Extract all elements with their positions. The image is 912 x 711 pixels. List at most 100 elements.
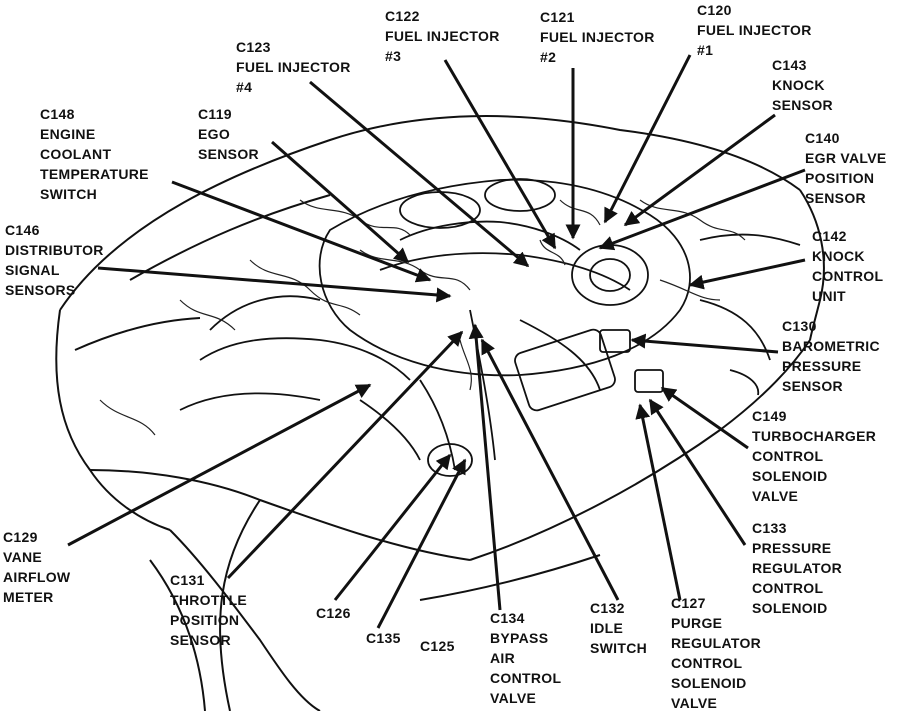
label-c119-line-3: SENSOR	[198, 146, 259, 162]
label-c131-line-4: SENSOR	[170, 632, 231, 648]
label-c149: C149 TURBOCHARGER CONTROL SOLENOID VALVE	[752, 406, 876, 506]
label-c122-line-1: C122	[385, 8, 420, 24]
label-c148-line-1: C148	[40, 106, 75, 122]
label-c148-line-5: SWITCH	[40, 186, 98, 202]
label-c119: C119 EGO SENSOR	[198, 104, 259, 164]
label-c127-line-4: CONTROL	[671, 655, 743, 671]
label-c130-line-1: C130	[782, 318, 817, 334]
leader-lines	[67, 54, 806, 629]
label-c129-line-3: AIRFLOW	[3, 569, 71, 585]
label-c142: C142 KNOCK CONTROL UNIT	[812, 226, 883, 306]
label-c146-line-4: SENSORS	[5, 282, 76, 298]
label-c123-line-1: C123	[236, 39, 271, 55]
label-c127-line-2: PURGE	[671, 615, 723, 631]
label-c148-line-2: ENGINE	[40, 126, 96, 142]
label-c133-line-4: CONTROL	[752, 580, 824, 596]
label-c146-line-2: DISTRIBUTOR	[5, 242, 104, 258]
label-c127-line-3: REGULATOR	[671, 635, 762, 651]
label-c125-line-1: C125	[420, 638, 455, 654]
label-c130-line-4: SENSOR	[782, 378, 843, 394]
label-c131-line-1: C131	[170, 572, 205, 588]
label-c143: C143 KNOCK SENSOR	[772, 55, 833, 115]
label-c143-line-3: SENSOR	[772, 97, 833, 113]
label-c122: C122 FUEL INJECTOR #3	[385, 6, 500, 66]
label-c121-line-3: #2	[540, 49, 557, 65]
label-c119-line-2: EGO	[198, 126, 231, 142]
label-c142-line-4: UNIT	[812, 288, 846, 304]
label-c129: C129 VANE AIRFLOW METER	[3, 527, 70, 607]
label-c127-line-1: C127	[671, 595, 706, 611]
label-c142-line-2: KNOCK	[812, 248, 865, 264]
wiring-harness	[99, 199, 746, 436]
label-c132-line-1: C132	[590, 600, 625, 616]
label-c140-line-4: SENSOR	[805, 190, 866, 206]
label-c119-line-1: C119	[198, 106, 232, 122]
label-c123-line-3: #4	[236, 79, 253, 95]
label-c133-line-2: PRESSURE	[752, 540, 832, 556]
label-c129-line-4: METER	[3, 589, 54, 605]
label-c127-line-5: SOLENOID	[671, 675, 747, 691]
label-c142-line-3: CONTROL	[812, 268, 884, 284]
label-c120-line-2: FUEL INJECTOR	[697, 22, 812, 38]
label-c133-line-3: REGULATOR	[752, 560, 843, 576]
label-c133-line-5: SOLENOID	[752, 600, 828, 616]
label-c121-line-2: FUEL INJECTOR	[540, 29, 655, 45]
label-c149-line-2: TURBOCHARGER	[752, 428, 877, 444]
label-c135-line-1: C135	[366, 630, 401, 646]
label-c140-line-2: EGR VALVE	[805, 150, 887, 166]
label-c134-line-1: C134	[490, 610, 525, 626]
label-c132-line-2: IDLE	[590, 620, 624, 636]
label-c146: C146 DISTRIBUTOR SIGNAL SENSORS	[5, 220, 104, 300]
label-c149-line-4: SOLENOID	[752, 468, 828, 484]
label-c143-line-2: KNOCK	[772, 77, 825, 93]
label-c133-line-1: C133	[752, 520, 787, 536]
label-c123: C123 FUEL INJECTOR #4	[236, 37, 351, 97]
label-c149-line-1: C149	[752, 408, 787, 424]
label-c131: C131 THROTTLE POSITION SENSOR	[170, 570, 247, 650]
label-c126-line-1: C126	[316, 605, 351, 621]
label-c134-line-4: CONTROL	[490, 670, 562, 686]
label-c130-line-3: PRESSURE	[782, 358, 862, 374]
label-c131-line-3: POSITION	[170, 612, 240, 628]
label-c148: C148 ENGINE COOLANT TEMPERATURE SWITCH	[40, 104, 149, 204]
label-c140: C140 EGR VALVE POSITION SENSOR	[805, 128, 887, 208]
label-c140-line-1: C140	[805, 130, 840, 146]
label-c146-line-3: SIGNAL	[5, 262, 60, 278]
label-c140-line-3: POSITION	[805, 170, 875, 186]
label-c148-line-3: COOLANT	[40, 146, 112, 162]
label-c148-line-4: TEMPERATURE	[40, 166, 149, 182]
label-c122-line-2: FUEL INJECTOR	[385, 28, 500, 44]
label-c149-line-5: VALVE	[752, 488, 799, 504]
engine-block	[179, 178, 801, 477]
label-c127: C127 PURGE REGULATOR CONTROL SOLENOID VA…	[671, 593, 761, 711]
label-c125: C125	[420, 636, 455, 656]
label-c149-line-3: CONTROL	[752, 448, 824, 464]
label-c129-line-2: VANE	[3, 549, 43, 565]
label-c129-line-1: C129	[3, 529, 38, 545]
label-c132: C132 IDLE SWITCH	[590, 598, 647, 658]
label-c131-line-2: THROTTLE	[170, 592, 248, 608]
label-c121-line-1: C121	[540, 9, 575, 25]
label-c134-line-3: AIR	[490, 650, 516, 666]
label-c135: C135	[366, 628, 401, 648]
label-c134-line-5: VALVE	[490, 690, 537, 706]
label-c143-line-1: C143	[772, 57, 807, 73]
label-c120-line-1: C120	[697, 2, 732, 18]
label-c133: C133 PRESSURE REGULATOR CONTROL SOLENOID	[752, 518, 842, 618]
car-body-outline	[55, 115, 825, 711]
label-c120-line-3: #1	[697, 42, 714, 58]
label-c122-line-3: #3	[385, 48, 402, 64]
label-c127-line-6: VALVE	[671, 695, 718, 711]
label-c134-line-2: BYPASS	[490, 630, 549, 646]
label-c121: C121 FUEL INJECTOR #2	[540, 7, 655, 67]
label-c123-line-2: FUEL INJECTOR	[236, 59, 351, 75]
label-c120: C120 FUEL INJECTOR #1	[697, 0, 812, 60]
label-c126: C126	[316, 603, 351, 623]
label-c134: C134 BYPASS AIR CONTROL VALVE	[490, 608, 561, 708]
label-c130-line-2: BAROMETRIC	[782, 338, 880, 354]
label-c130: C130 BAROMETRIC PRESSURE SENSOR	[782, 316, 880, 396]
label-c132-line-3: SWITCH	[590, 640, 648, 656]
label-c142-line-1: C142	[812, 228, 847, 244]
